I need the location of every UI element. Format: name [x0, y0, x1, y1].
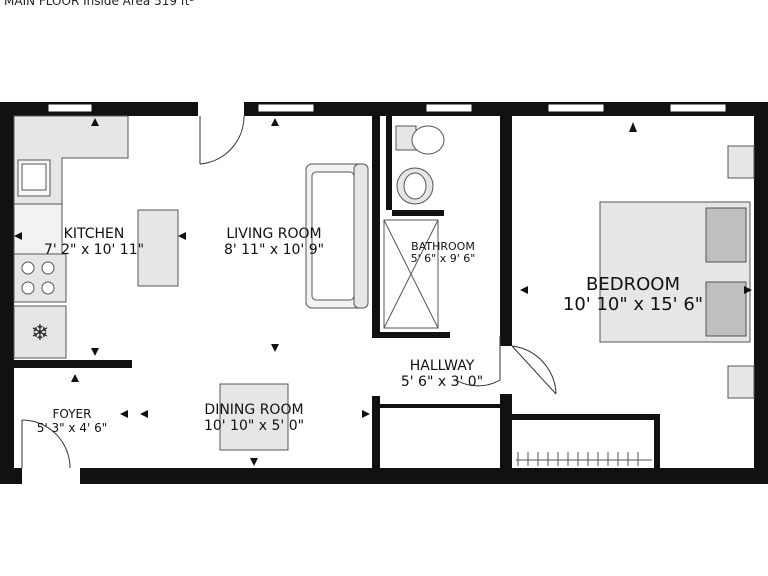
- bedroom-door-swing: [511, 345, 557, 395]
- foyer-size: 5' 3" x 4' 6": [37, 421, 108, 435]
- kitchen-size: 7' 2" x 10' 11": [44, 242, 144, 258]
- stove: [13, 253, 67, 303]
- window-bedroom-1: [547, 103, 605, 113]
- plan-title: MAIN FLOOR Inside Area 519 ft²: [4, 0, 195, 8]
- windows: [47, 103, 727, 113]
- closet-rod: [516, 452, 652, 466]
- interior-walls: [14, 116, 660, 468]
- bedroom-name: BEDROOM: [586, 274, 680, 295]
- kitchen-name: KITCHEN: [64, 226, 125, 242]
- kitchen-island: [137, 209, 179, 287]
- bedroom-size: 10' 10" x 15' 6": [563, 294, 703, 315]
- dining-room-size: 10' 10" x 5' 0": [204, 418, 304, 434]
- living-room-name: LIVING ROOM: [226, 226, 321, 242]
- nightstand-bottom: [727, 365, 755, 399]
- bathroom-fixtures: [383, 125, 445, 329]
- window-bedroom-2: [669, 103, 727, 113]
- bathroom-size: 5' 6" x 9' 6": [411, 252, 476, 265]
- living-door-swing[interactable]: [199, 115, 245, 165]
- svg-text:❄: ❄: [31, 321, 49, 346]
- foyer-name: FOYER: [53, 407, 92, 421]
- living-door-opening: [198, 102, 244, 116]
- kitchen-fixtures: ❄: [13, 115, 179, 359]
- foyer-door-swing: [21, 419, 71, 469]
- room-labels: KITCHEN 7' 2" x 10' 11" LIVING ROOM 8' 1…: [37, 226, 703, 435]
- hallway-size: 5' 6" x 3' 0": [401, 374, 483, 390]
- bedroom-fixtures: [599, 145, 755, 399]
- bathroom-door-swing: [455, 336, 501, 387]
- window-living: [257, 103, 315, 113]
- dining-room-name: DINING ROOM: [204, 402, 303, 418]
- nightstand-top: [727, 145, 755, 179]
- dining-table: [219, 383, 289, 451]
- doors[interactable]: [21, 336, 557, 469]
- shower-partition: [392, 210, 444, 216]
- hallway-name: HALLWAY: [410, 358, 475, 374]
- bathroom-name: BATHROOM: [411, 240, 475, 253]
- window-bath: [425, 103, 473, 113]
- window-kitchen: [47, 103, 93, 113]
- sofa: [305, 163, 369, 309]
- living-room-size: 8' 11" x 10' 9": [224, 242, 324, 258]
- wall-arrows: [14, 118, 752, 466]
- fridge: [13, 305, 67, 359]
